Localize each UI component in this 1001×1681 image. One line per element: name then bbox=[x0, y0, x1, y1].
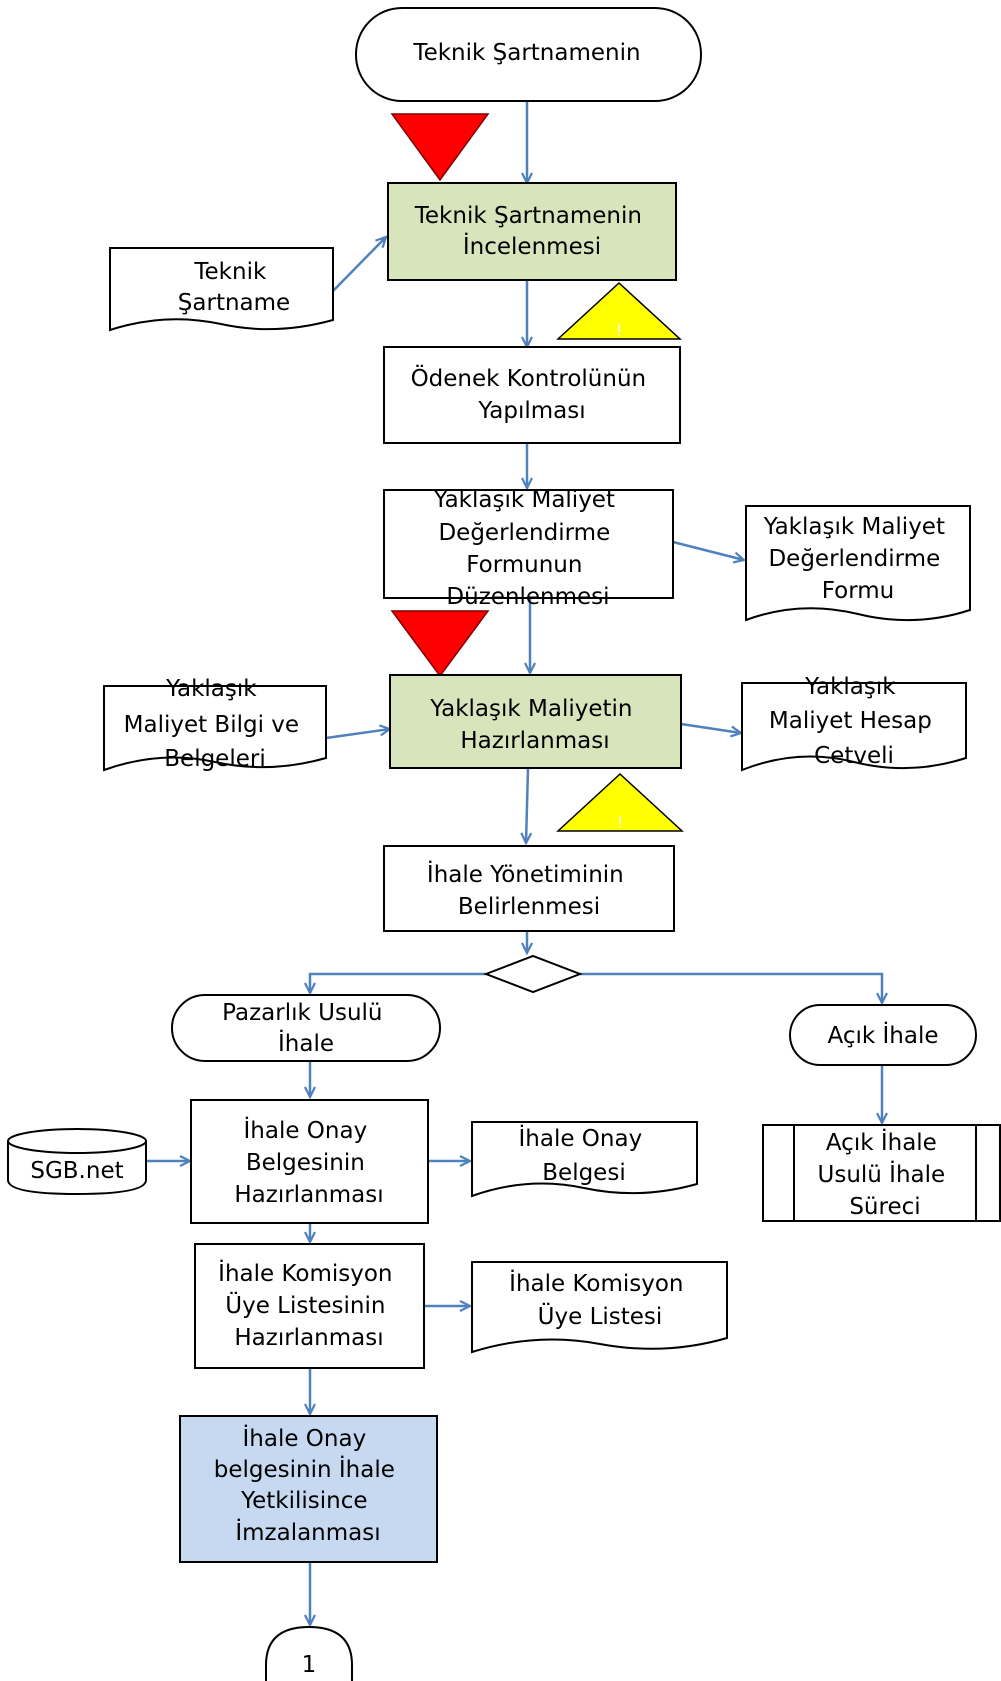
risk-triangle-1 bbox=[390, 113, 490, 182]
line: Süreci bbox=[849, 1194, 920, 1220]
line: Maliyet Bilgi ve bbox=[124, 712, 299, 738]
warning-triangle-2: ! bbox=[556, 772, 684, 832]
svg-text:Yaklaşık Maliyet Hesap: Yaklaşık Maliyet Hesap Cetveli bbox=[769, 674, 939, 769]
line: Belgesinin bbox=[246, 1150, 365, 1176]
line: Yaklaşık bbox=[165, 676, 257, 702]
process-ym-hazirlanmasi: Yaklaşık Maliyetin Hazırlanması bbox=[389, 674, 682, 769]
warning-triangle-1: ! bbox=[556, 281, 682, 340]
flow-sartname-to-inceleme bbox=[332, 235, 388, 292]
offpage-connector: 1 bbox=[265, 1625, 353, 1681]
flow-ym-form-to-doc bbox=[672, 540, 747, 564]
line: Hazırlanması bbox=[234, 1325, 383, 1351]
line: İhale Onay bbox=[243, 1116, 367, 1144]
document-teknik-sartname: Teknik Şartname bbox=[109, 247, 334, 332]
line: Yaklaşık bbox=[804, 674, 896, 700]
svg-text:Ödenek Kontrolünün Yapıl: Ödenek Kontrolünün Yapılması bbox=[411, 364, 654, 424]
terminator-acik-ihale: Açık İhale bbox=[789, 1004, 977, 1066]
line: Formu bbox=[822, 578, 895, 604]
svg-text:Yaklaşık Maliyet Değerle: Yaklaşık Maliyet Değerlendirme Formunun … bbox=[433, 487, 623, 610]
process-komisyon-hazirlama: İhale Komisyon Üye Listesinin Hazırlanma… bbox=[194, 1243, 425, 1369]
line: Hazırlanması bbox=[460, 728, 609, 754]
flow-hazirlama-to-yonetim bbox=[520, 767, 533, 846]
flow-decision-to-acik bbox=[580, 972, 888, 1006]
line: Belirlenmesi bbox=[458, 894, 600, 920]
warning-glyph: ! bbox=[616, 321, 622, 340]
line: Üye Listesi bbox=[538, 1302, 663, 1330]
document-ym-formu: Yaklaşık Maliyet Değerlendirme Formu bbox=[745, 505, 971, 622]
line: Açık İhale bbox=[826, 1128, 937, 1156]
line: Yaklaşık Maliyet bbox=[433, 487, 615, 513]
line: İhale Yönetiminin bbox=[427, 860, 624, 888]
line: Ödenek Kontrolünün bbox=[411, 364, 647, 392]
line: İhale Onay bbox=[242, 1424, 366, 1452]
terminator-pazarlik: Pazarlık Usulü İhale bbox=[171, 994, 441, 1062]
svg-text:Teknik Şartnamenin İncel: Teknik Şartnamenin İncelenmesi bbox=[414, 203, 649, 260]
line: İhale Komisyon bbox=[509, 1269, 683, 1297]
start-label: Teknik Şartnamenin bbox=[412, 40, 640, 66]
document-ym-cetvel: Yaklaşık Maliyet Hesap Cetveli bbox=[741, 674, 967, 772]
line: Şartname bbox=[178, 290, 290, 316]
document-komisyon-listesi: İhale Komisyon Üye Listesi bbox=[471, 1261, 728, 1354]
svg-text:İhale Yönetiminin Belirl: İhale Yönetiminin Belirlenmesi bbox=[427, 860, 631, 920]
line: Formunun bbox=[466, 552, 582, 578]
line: Usulü İhale bbox=[818, 1160, 946, 1188]
line: İhale Komisyon bbox=[218, 1259, 392, 1287]
line: Hazırlanması bbox=[234, 1182, 383, 1208]
line: Pazarlık Usulü bbox=[222, 1000, 382, 1026]
process-teknik-inceleme: Teknik Şartnamenin İncelenmesi bbox=[387, 182, 677, 281]
risk-triangle-2 bbox=[390, 610, 490, 678]
line: Cetveli bbox=[814, 743, 894, 769]
line: Belgeleri bbox=[164, 746, 265, 772]
line: Değerlendirme bbox=[768, 546, 940, 572]
line: Yetkilisince bbox=[240, 1488, 367, 1514]
flow-connectors bbox=[146, 102, 888, 1628]
process-ym-form-duzenleme: Yaklaşık Maliyet Değerlendirme Formunun … bbox=[383, 487, 674, 610]
line: Yapılması bbox=[477, 398, 585, 424]
line: Maliyet Hesap bbox=[769, 708, 932, 734]
flow-decision-to-pazarlik bbox=[304, 972, 486, 996]
document-onay-belgesi: İhale Onay Belgesi bbox=[471, 1121, 698, 1198]
predefined-acik-surec: Açık İhale Usulü İhale Süreci bbox=[762, 1124, 1001, 1222]
svg-text:İhale Onay Belgesinin: İhale Onay Belgesinin Hazırlanması bbox=[234, 1116, 383, 1208]
svg-text:Teknik Şartname: Teknik Şartname bbox=[178, 259, 290, 316]
start-terminator: Teknik Şartnamenin bbox=[355, 7, 702, 102]
line: Düzenlenmesi bbox=[446, 584, 609, 610]
line: Yaklaşık Maliyet bbox=[763, 514, 945, 540]
svg-text:Açık İhale Usulü İhale: Açık İhale Usulü İhale Süreci bbox=[818, 1128, 953, 1220]
line: İhale bbox=[278, 1029, 334, 1057]
process-imza: İhale Onay belgesinin İhale Yetkilisince… bbox=[179, 1415, 438, 1563]
svg-text:İhale Komisyon Üye Liste: İhale Komisyon Üye Listesi bbox=[509, 1269, 691, 1330]
line: İmzalanması bbox=[235, 1518, 380, 1546]
line: İncelenmesi bbox=[463, 232, 601, 260]
document-ym-bilgi: Yaklaşık Maliyet Bilgi ve Belgeleri bbox=[103, 676, 327, 772]
process-ihale-yonetimi: İhale Yönetiminin Belirlenmesi bbox=[383, 845, 675, 932]
svg-text:Yaklaşık Maliyetin Hazır: Yaklaşık Maliyetin Hazırlanması bbox=[429, 696, 640, 754]
warning-glyph: ! bbox=[617, 813, 623, 832]
line: İhale Onay bbox=[518, 1124, 642, 1152]
line: Teknik bbox=[193, 259, 267, 285]
line: Teknik Şartnamenin bbox=[414, 203, 642, 229]
svg-text:Pazarlık Usulü İhale: Pazarlık Usulü İhale bbox=[222, 1000, 390, 1057]
svg-text:Yaklaşık Maliyet Bilgi v: Yaklaşık Maliyet Bilgi ve Belgeleri bbox=[124, 676, 307, 772]
flow-bilgi-to-hazirlama bbox=[325, 724, 393, 740]
acik-ihale-label: Açık İhale bbox=[828, 1021, 939, 1049]
line: Belgesi bbox=[542, 1160, 625, 1186]
connector-label: 1 bbox=[302, 1652, 317, 1678]
svg-text:İhale Komisyon Üye Liste: İhale Komisyon Üye Listesinin Hazırlanma… bbox=[218, 1259, 400, 1351]
database-sgb: SGB.net bbox=[7, 1128, 147, 1196]
line: Üye Listesinin bbox=[225, 1291, 385, 1319]
line: belgesinin İhale bbox=[214, 1455, 395, 1483]
svg-text:Yaklaşık Maliyet Değerle: Yaklaşık Maliyet Değerlendirme Formu bbox=[763, 514, 953, 604]
line: Değerlendirme bbox=[438, 520, 610, 546]
line: Yaklaşık Maliyetin bbox=[429, 696, 632, 722]
flow-hazirlama-to-cetvel bbox=[680, 722, 744, 738]
svg-text:İhale Onay Belgesi: İhale Onay Belgesi bbox=[518, 1124, 649, 1186]
process-odenek: Ödenek Kontrolünün Yapılması bbox=[383, 346, 681, 444]
svg-text:İhale Onay belgesinin İh: İhale Onay belgesinin İhale Yetkilisince… bbox=[214, 1424, 402, 1546]
decision-diamond bbox=[483, 954, 583, 994]
process-onay-hazirlama: İhale Onay Belgesinin Hazırlanması bbox=[190, 1099, 429, 1224]
sgb-label: SGB.net bbox=[30, 1158, 123, 1184]
